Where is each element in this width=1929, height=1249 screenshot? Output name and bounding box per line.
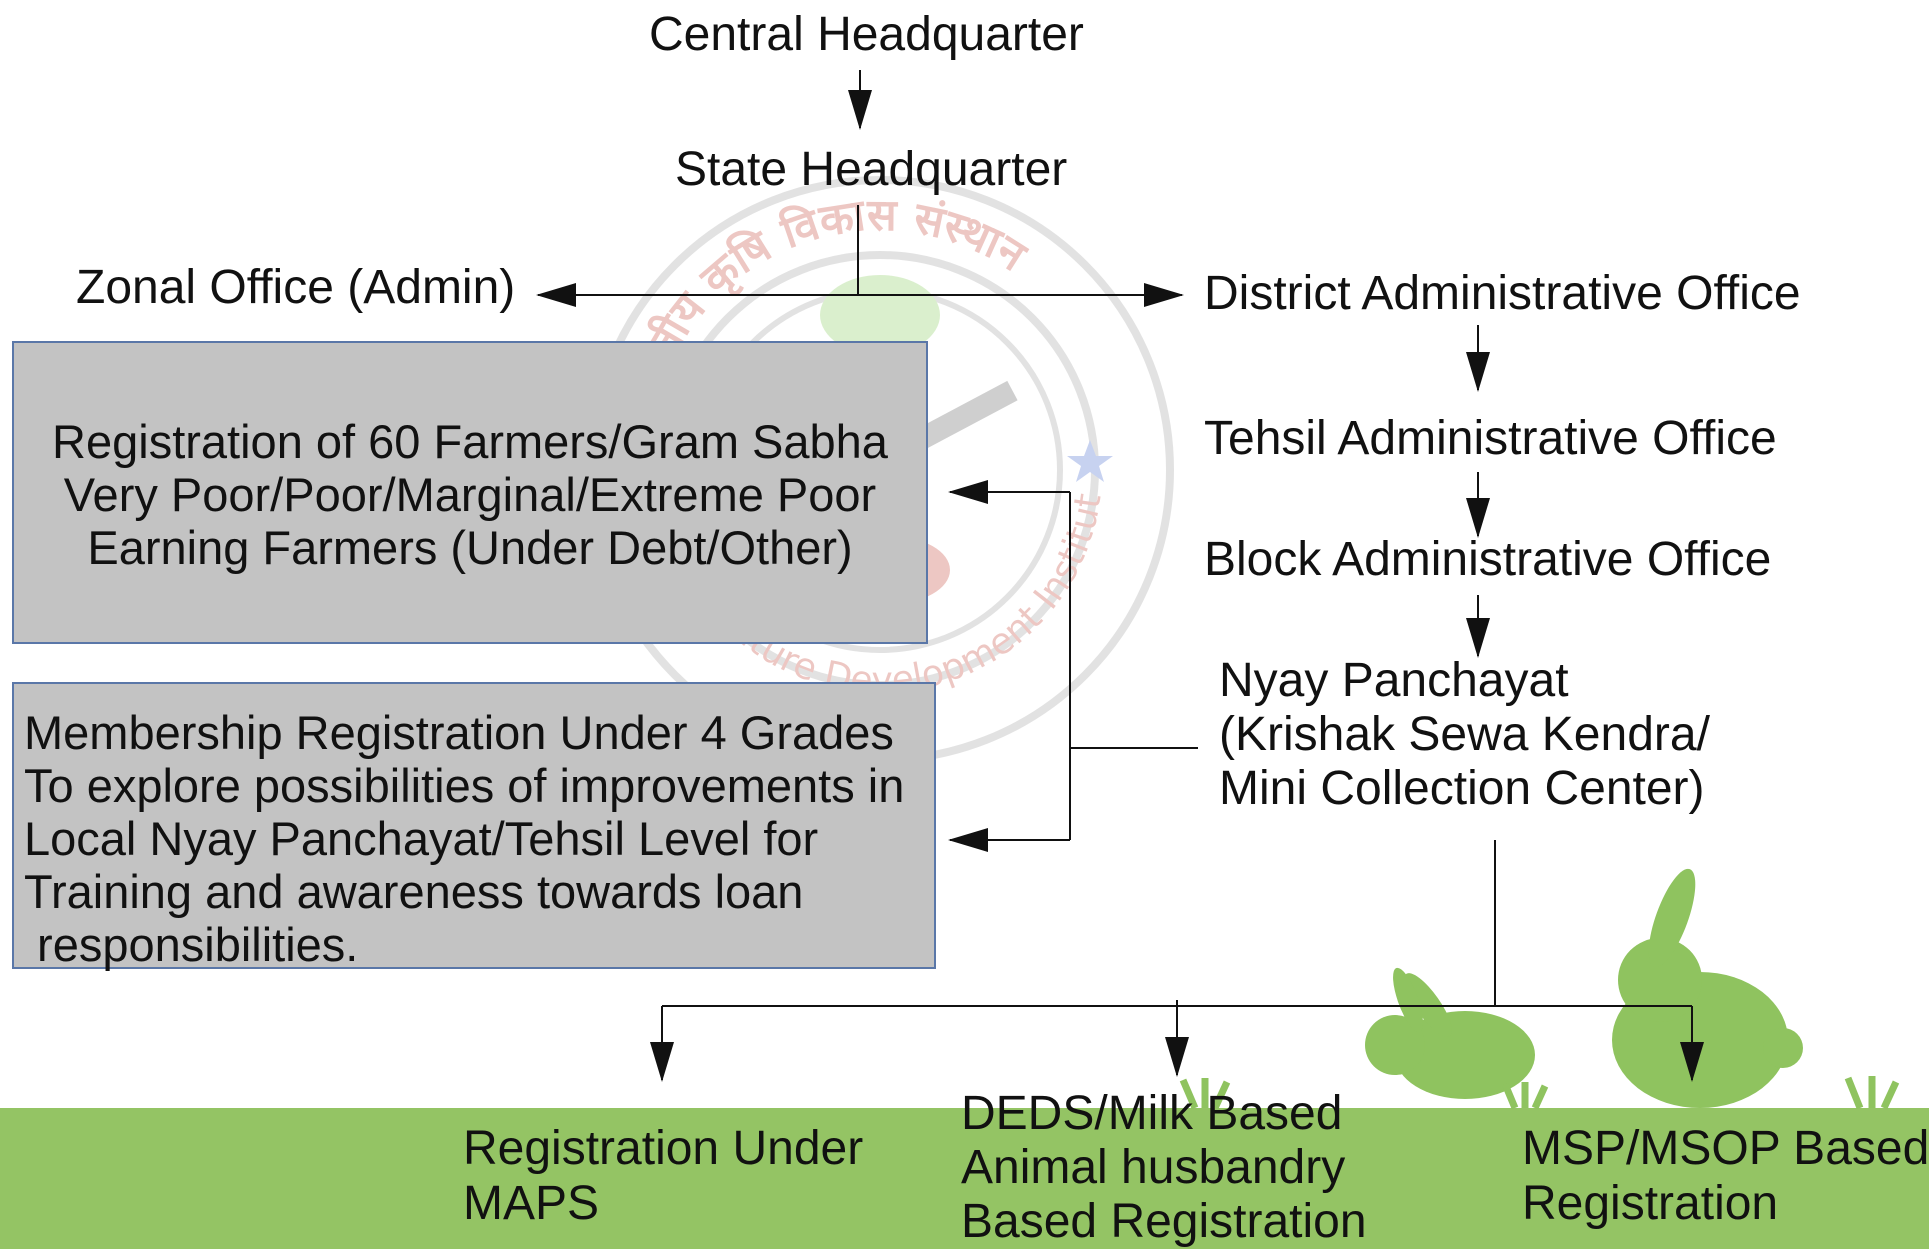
membership-box-line-5: responsibilities.: [24, 918, 359, 971]
msp-line-2: Registration: [1522, 1177, 1779, 1230]
nyay-panchayat-line-3: Mini Collection Center): [1219, 762, 1705, 815]
farmers-box-line-1: Registration of 60 Farmers/Gram Sabha: [52, 415, 888, 468]
membership-box-line-4: Training and awareness towards loan: [24, 865, 804, 918]
nyay-panchayat-line-1: Nyay Panchayat: [1219, 654, 1569, 707]
farmers-box-line-2: Very Poor/Poor/Marginal/Extreme Poor: [63, 468, 877, 521]
zonal-office-label: Zonal Office (Admin): [76, 261, 516, 314]
msp-line-1: MSP/MSOP Based: [1522, 1122, 1929, 1175]
maps-line-2: MAPS: [463, 1177, 600, 1230]
membership-box-line-3: Local Nyay Panchayat/Tehsil Level for: [24, 812, 819, 865]
deds-line-3: Based Registration: [961, 1195, 1367, 1248]
maps-line-1: Registration Under: [463, 1122, 864, 1175]
ground-strip: [0, 1108, 1929, 1249]
farmers-box-line-3: Earning Farmers (Under Debt/Other): [87, 521, 853, 574]
membership-box-line-1: Membership Registration Under 4 Grades: [24, 706, 894, 759]
farmers-registration-box: Registration of 60 Farmers/Gram Sabha Ve…: [12, 341, 928, 644]
central-headquarter-label: Central Headquarter: [649, 8, 1084, 61]
block-office-label: Block Administrative Office: [1204, 533, 1772, 586]
membership-registration-box: Membership Registration Under 4 Grades T…: [12, 682, 936, 971]
membership-box-line-2: To explore possibilities of improvements…: [24, 759, 905, 812]
tehsil-office-label: Tehsil Administrative Office: [1204, 412, 1777, 465]
nyay-panchayat-line-2: (Krishak Sewa Kendra/: [1219, 708, 1710, 761]
state-headquarter-label: State Headquarter: [675, 143, 1068, 196]
deds-line-2: Animal husbandry: [961, 1141, 1346, 1194]
deds-line-1: DEDS/Milk Based: [961, 1087, 1343, 1140]
district-office-label: District Administrative Office: [1204, 267, 1801, 320]
